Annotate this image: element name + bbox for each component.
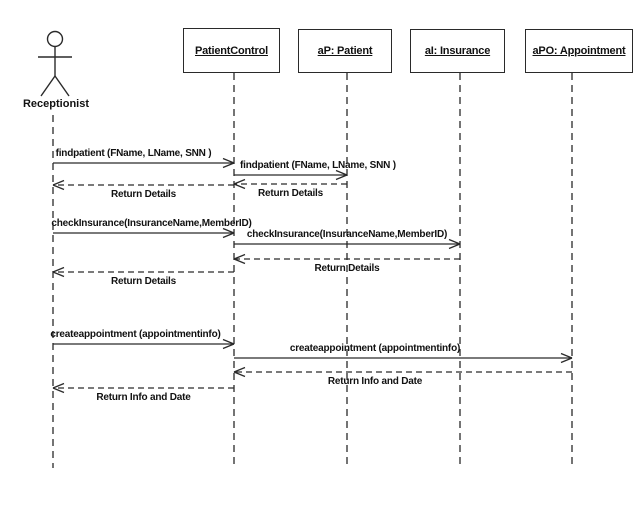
message-label: findpatient (FName, LName, SNN ): [55, 148, 212, 159]
message-label: createappointment (appointmentinfo): [50, 329, 221, 340]
object-label: aPO: Appointment: [532, 45, 626, 57]
object-box-appointment: aPO: Appointment: [525, 29, 633, 73]
message-label: Return Details: [111, 189, 176, 200]
actor-label: Receptionist: [22, 98, 90, 110]
message-arrows: [52, 157, 573, 394]
message-label: Return Info and Date: [96, 392, 191, 403]
message-label: Return Info and Date: [327, 376, 423, 387]
message-label: createappointment (appointmentinfo): [289, 343, 461, 354]
object-box-patient: aP: Patient: [298, 29, 392, 73]
message-label: checkInsurance(InsuranceName,MemberID): [246, 229, 448, 240]
object-label: aI: Insurance: [424, 45, 491, 57]
message-label: Return Details: [314, 263, 380, 274]
object-label: PatientControl: [195, 44, 268, 57]
receptionist-actor-icon: [38, 30, 72, 97]
message-label: findpatient (FName, LName, SNN ): [240, 160, 396, 171]
lifelines: [52, 73, 573, 468]
object-box-patientcontrol: PatientControl: [183, 28, 280, 73]
message-label: Return Details: [258, 188, 323, 199]
message-label: Return Details: [111, 276, 176, 287]
message-label: checkInsurance(InsuranceName,MemberID): [51, 218, 252, 229]
object-label: aP: Patient: [317, 45, 373, 57]
object-box-insurance: aI: Insurance: [410, 29, 505, 73]
